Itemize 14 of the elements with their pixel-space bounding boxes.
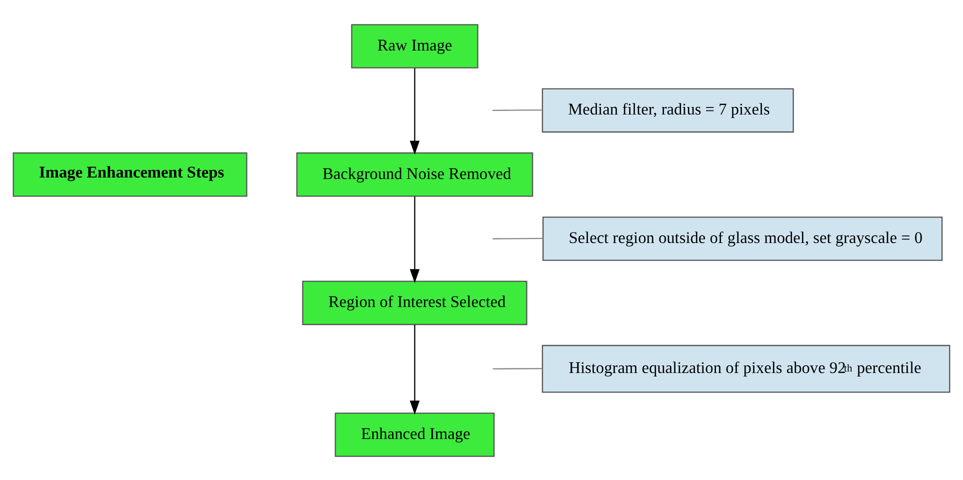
- node-box: Raw Image: [351, 24, 478, 68]
- node-box: Region of Interest Selected: [302, 280, 528, 325]
- node-box: Histogram equalization of pixels above 92th percentile: [542, 344, 950, 392]
- connector: [492, 237, 543, 239]
- node-box: Background Noise Removed: [296, 152, 534, 196]
- node-box: Enhanced Image: [334, 412, 495, 456]
- node-box: Select region outside of glass model, set grayscale = 0: [542, 216, 943, 260]
- arrow: [410, 196, 420, 283]
- arrow: [410, 68, 420, 154]
- node-box: Median filter, radius = 7 pixels: [542, 88, 794, 132]
- node-box: Image Enhancement Steps: [12, 152, 248, 196]
- connector: [492, 367, 542, 369]
- connector: [492, 108, 542, 110]
- arrow: [410, 324, 420, 414]
